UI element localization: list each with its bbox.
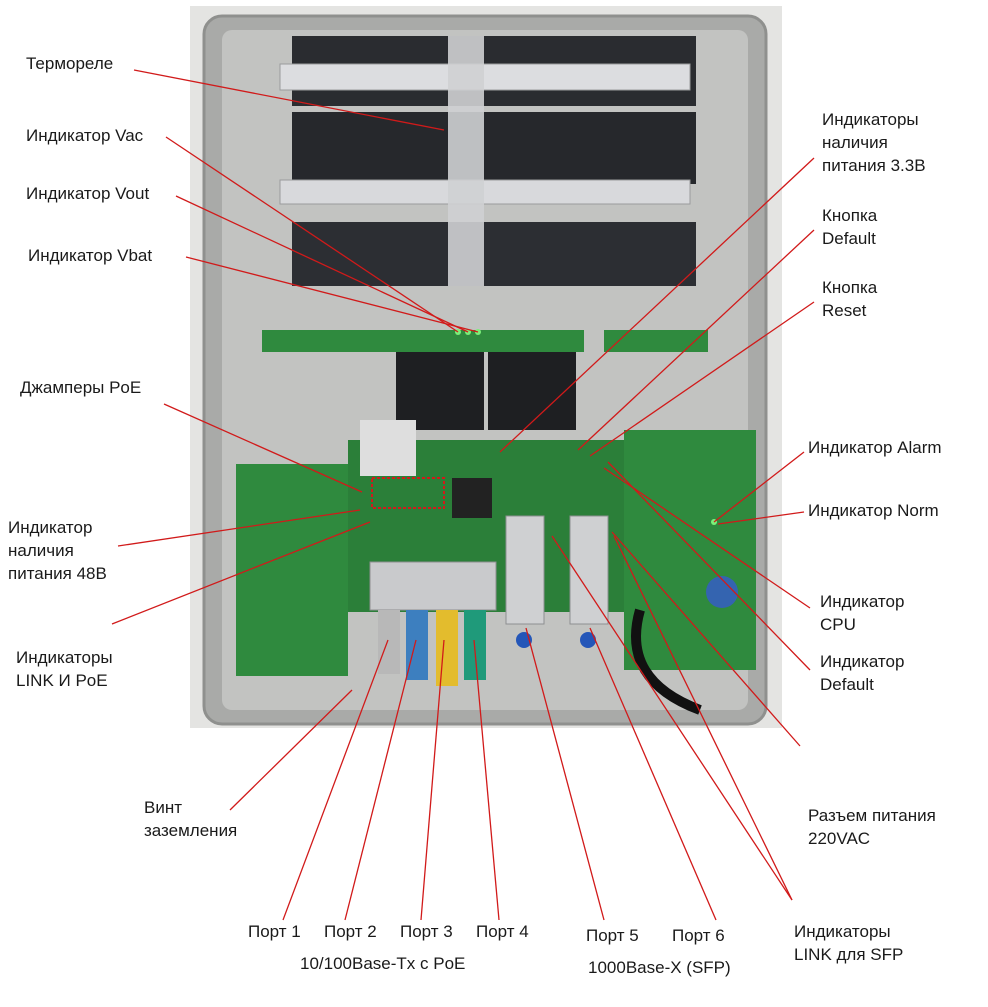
label-port4: Порт 4	[476, 922, 529, 941]
leader-cpu	[603, 467, 811, 609]
leader-link-poe	[111, 521, 371, 625]
leader-port4	[473, 639, 500, 921]
rj45-shield	[369, 561, 497, 611]
label-indicator-alarm: Индикатор Alarm	[808, 438, 942, 457]
leader-ground	[229, 689, 353, 811]
power-cable	[631, 608, 702, 715]
leader-btn-default	[577, 229, 815, 451]
cable-port1	[378, 610, 400, 674]
leader-port5	[525, 627, 605, 921]
label-port1: Порт 1	[248, 922, 301, 941]
label-button-reset: Кнопка Reset	[822, 278, 878, 320]
metal-bracket-2	[279, 179, 691, 205]
sfp-port5	[505, 515, 545, 625]
label-ports-5-6-type: 1000Base-X (SFP)	[588, 958, 731, 977]
leader-btn-reset	[589, 301, 815, 457]
switch-chip	[452, 478, 492, 518]
poe-jumpers-highlight	[371, 477, 445, 509]
sfp-fiber-6	[580, 632, 596, 648]
label-power-connector: Разъем питания 220VAC	[808, 806, 936, 848]
leader-48v	[117, 509, 361, 547]
leader-link-sfp-b	[613, 535, 793, 901]
sfp-port6	[569, 515, 609, 625]
power-board-strip-right	[604, 330, 708, 352]
psu-board	[624, 430, 756, 670]
leader-link-sfp-a	[551, 535, 793, 901]
label-indicator-48v: Индикатор наличия питания 48В	[8, 518, 107, 583]
leader-power-conn	[611, 531, 801, 747]
leader-port2	[344, 639, 417, 921]
label-ground-screw: Винт заземления	[144, 798, 238, 840]
leader-norm	[717, 511, 805, 525]
label-indicators-link-poe: Индикаторы LINK И PoE	[16, 648, 113, 690]
battery-bottom	[292, 222, 696, 286]
battery-middle	[292, 112, 696, 184]
power-board-strip	[262, 330, 584, 352]
label-button-default: Кнопка Default	[822, 206, 878, 248]
label-port2: Порт 2	[324, 922, 377, 941]
metal-bracket-1	[279, 63, 691, 91]
leader-poe-jumpers	[163, 403, 363, 493]
capacitor-blue	[706, 576, 738, 608]
leader-3v3	[499, 157, 815, 453]
cable-port2	[406, 610, 428, 680]
label-indicators-link-sfp: Индикаторы LINK для SFP	[794, 922, 904, 964]
leader-vout	[175, 195, 469, 333]
label-indicators-3v3: Индикаторы наличия питания 3.3В	[822, 110, 926, 175]
label-poe-jumpers: Джамперы PoE	[20, 378, 142, 397]
fan-right	[488, 352, 576, 430]
heatsink-white	[360, 420, 416, 476]
leader-thermorele	[133, 69, 445, 131]
poe-board	[236, 464, 348, 676]
leader-alarm	[713, 451, 805, 523]
fan-left	[396, 352, 484, 430]
leader-vbat	[185, 256, 479, 333]
label-port3: Порт 3	[400, 922, 453, 941]
leader-lines	[111, 69, 815, 921]
leader-vac	[165, 136, 459, 333]
label-indicator-vac: Индикатор Vac	[26, 126, 144, 145]
leader-port3	[420, 639, 445, 921]
label-indicator-vout: Индикатор Vout	[26, 184, 150, 203]
leader-default	[607, 461, 811, 671]
label-indicator-norm: Индикатор Norm	[808, 501, 939, 520]
label-thermorele: Термореле	[26, 54, 114, 73]
leader-port1	[282, 639, 389, 921]
label-port6: Порт 6	[672, 926, 725, 945]
leader-port6	[589, 627, 717, 921]
label-indicator-cpu: Индикатор CPU	[820, 592, 905, 634]
cable-port3	[436, 610, 458, 686]
label-port5: Порт 5	[586, 926, 639, 945]
label-indicator-vbat: Индикатор Vbat	[28, 246, 153, 265]
label-ports-1-4-type: 10/100Base-Tx с PoE	[300, 954, 466, 973]
label-indicator-default: Индикатор Default	[820, 652, 905, 694]
metal-bracket-vertical	[448, 36, 484, 286]
